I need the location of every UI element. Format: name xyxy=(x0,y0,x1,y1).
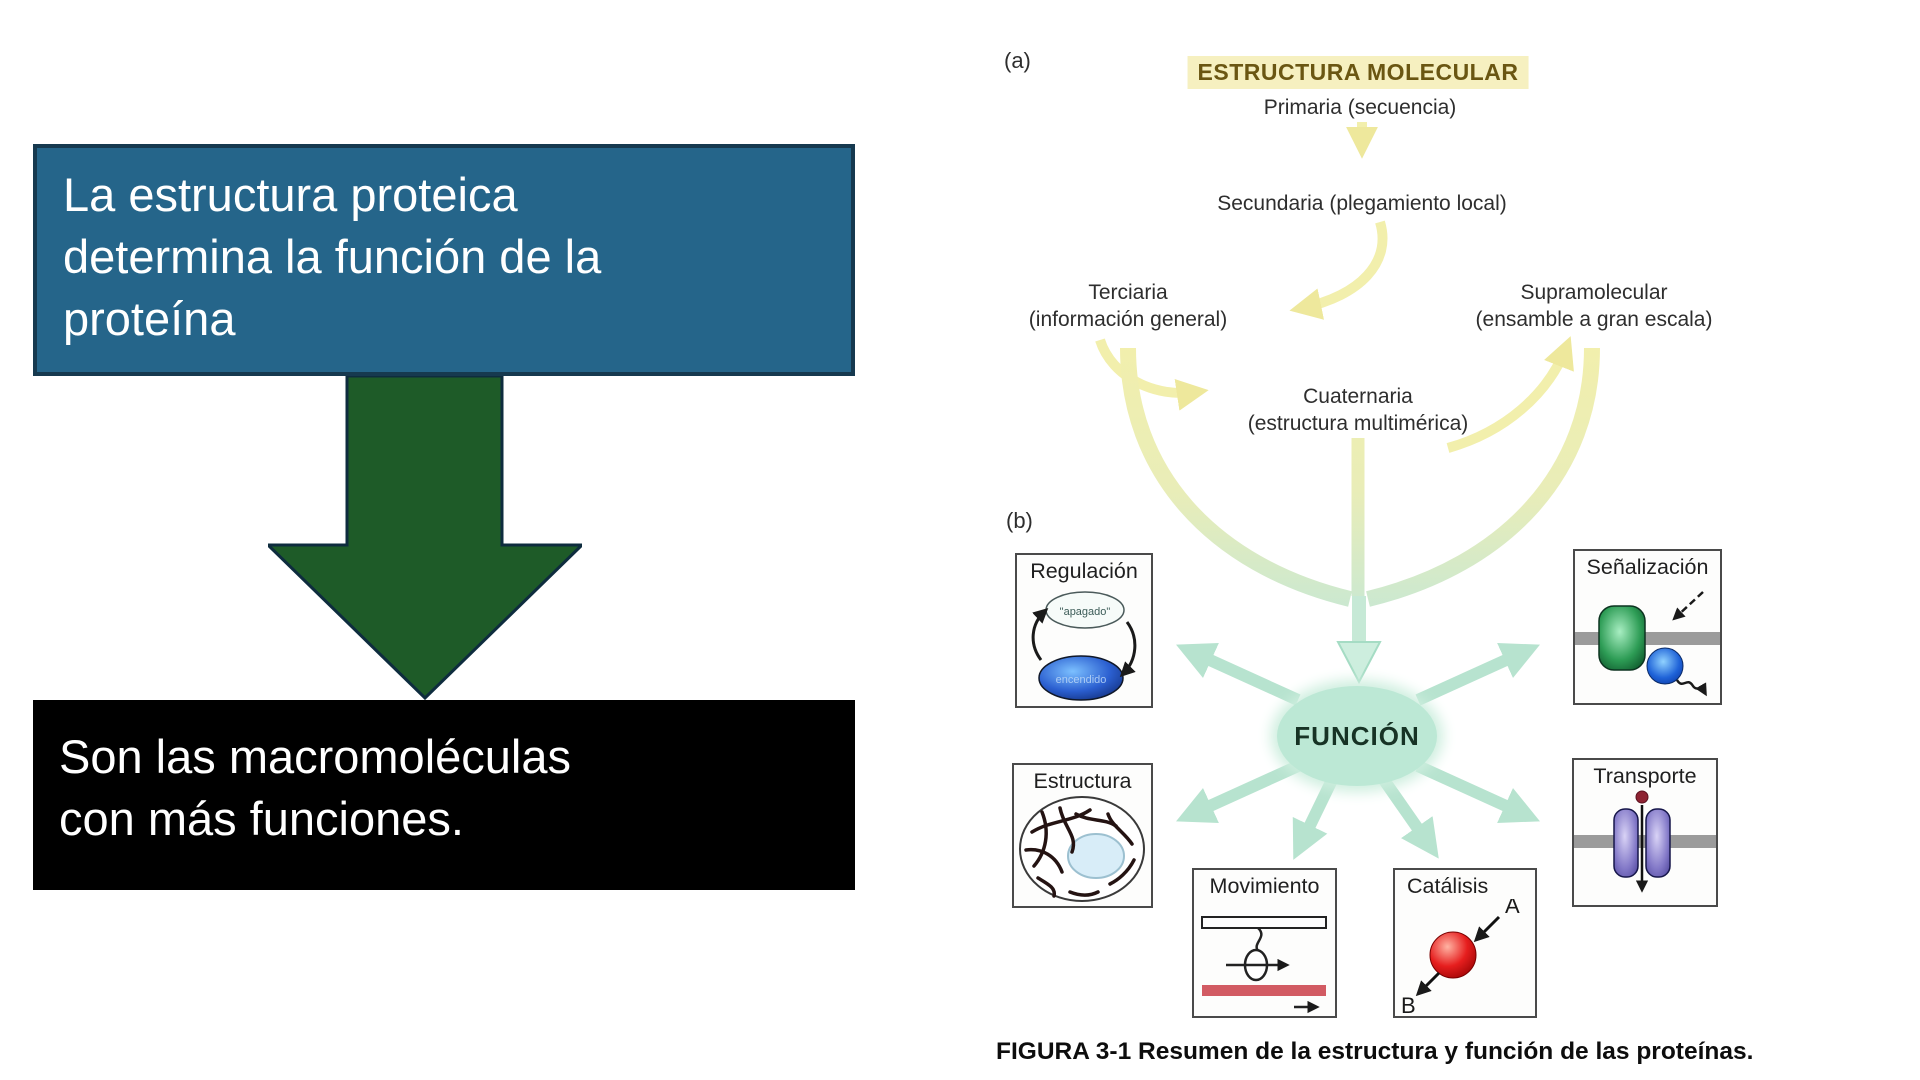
statement-line-1: La estructura proteica xyxy=(63,168,518,221)
funcion-label: FUNCIÓN xyxy=(1294,720,1420,751)
figure-caption: FIGURA 3-1 Resumen de la estructura y fu… xyxy=(996,1038,1754,1065)
arrow-funcion-senalizacion xyxy=(1415,643,1540,706)
conclusion-line-2: con más funciones. xyxy=(59,792,464,846)
conclusion-box: Son las macromoléculas con más funciones… xyxy=(33,700,855,890)
arrow-funcion-regulacion xyxy=(1176,643,1301,706)
arrow-terciaria-cuaternaria xyxy=(1095,338,1209,411)
cycle-arrow-down xyxy=(1119,621,1137,678)
level-cuaternaria-name: Cuaternaria xyxy=(1303,385,1413,408)
enzyme-catalysis-icon: A B xyxy=(1401,893,1520,1018)
level-primaria: Primaria (secuencia) xyxy=(1263,96,1457,119)
state-off-label: "apagado" xyxy=(1060,606,1111,618)
arrow-funcion-estructura xyxy=(1176,760,1301,823)
funnel-arrowhead xyxy=(1336,641,1382,685)
product-b-label: B xyxy=(1401,993,1416,1017)
statement-box: La estructura proteica determina la func… xyxy=(33,144,855,376)
box-senalizacion-title: Señalización xyxy=(1586,555,1709,579)
textbook-figure: (a) ESTRUCTURA MOLECULAR Primaria (secue… xyxy=(960,0,1920,1080)
box-movimiento-title: Movimiento xyxy=(1209,874,1320,898)
box-transporte-title: Transporte xyxy=(1593,764,1697,788)
panel-b-label: (b) xyxy=(1006,508,1033,533)
outgoing-signal-arrow xyxy=(1675,679,1707,697)
down-arrow-icon xyxy=(268,376,582,700)
flow-arrows-layer xyxy=(1095,122,1600,860)
cytoskeleton-filaments xyxy=(1024,806,1136,898)
cell-cytoskeleton-icon xyxy=(1019,796,1145,902)
box-estructura-title: Estructura xyxy=(1033,769,1132,793)
arrow-secundaria-terciaria xyxy=(1289,220,1388,320)
box-regulacion-title: Regulación xyxy=(1030,559,1138,583)
level-supramolecular-sub: (ensamble a gran escala) xyxy=(1475,307,1713,331)
funnel-sweep-right xyxy=(1366,347,1600,607)
arrow-funcion-movimiento xyxy=(1292,777,1338,860)
conclusion-line-1: Son las macromoléculas xyxy=(59,730,571,783)
statement-line-3: proteína xyxy=(63,292,236,346)
box-senalizacion: Señalización xyxy=(1573,549,1722,705)
level-terciaria-name: Terciaria xyxy=(1088,281,1168,304)
funcion-ellipse: FUNCIÓN xyxy=(1277,686,1437,786)
level-secundaria: Secundaria (plegamiento local) xyxy=(1217,192,1507,215)
panel-a-label: (a) xyxy=(1004,48,1031,73)
box-estructura: Estructura xyxy=(1012,763,1153,908)
arrow-enzyme-to-b xyxy=(1415,971,1441,997)
cycle-arrow-up xyxy=(1031,607,1049,661)
substrate-a-label: A xyxy=(1505,899,1520,918)
regulation-cycle-icon: "apagado" encendido xyxy=(1031,591,1137,701)
level-cuaternaria: Cuaternaria (estructura multimérica) xyxy=(1248,384,1469,438)
state-on-label: encendido xyxy=(1056,674,1107,686)
arrow-cuaternaria-supramolecular xyxy=(1446,336,1574,453)
box-movimiento: Movimiento xyxy=(1192,868,1337,1018)
box-catalisis: Catálisis A B xyxy=(1393,868,1537,1018)
arrow-funcion-catalisis xyxy=(1379,776,1439,859)
figure-title: ESTRUCTURA MOLECULAR xyxy=(1187,56,1529,89)
membrane-channel-icon xyxy=(1574,790,1716,893)
arrow-a-to-enzyme xyxy=(1473,915,1501,943)
level-terciaria: Terciaria (información general) xyxy=(1029,280,1227,334)
box-transporte: Transporte xyxy=(1572,758,1718,907)
box-catalisis-title: Catálisis xyxy=(1407,874,1489,898)
motor-protein-icon xyxy=(1201,916,1327,1014)
incoming-signal-arrow xyxy=(1672,591,1704,621)
statement-line-2: determina la función de la xyxy=(63,230,602,284)
funnel-sweep-left xyxy=(1120,347,1352,607)
arrow-funcion-transporte xyxy=(1415,760,1540,823)
level-supramolecular-name: Supramolecular xyxy=(1520,281,1668,304)
box-regulacion: Regulación "apagado" encendido xyxy=(1015,553,1153,708)
level-terciaria-sub: (información general) xyxy=(1028,307,1228,331)
level-cuaternaria-sub: (estructura multimérica) xyxy=(1247,411,1469,435)
level-supramolecular: Supramolecular (ensamble a gran escala) xyxy=(1476,280,1713,334)
signaling-receptor-icon xyxy=(1575,591,1720,697)
